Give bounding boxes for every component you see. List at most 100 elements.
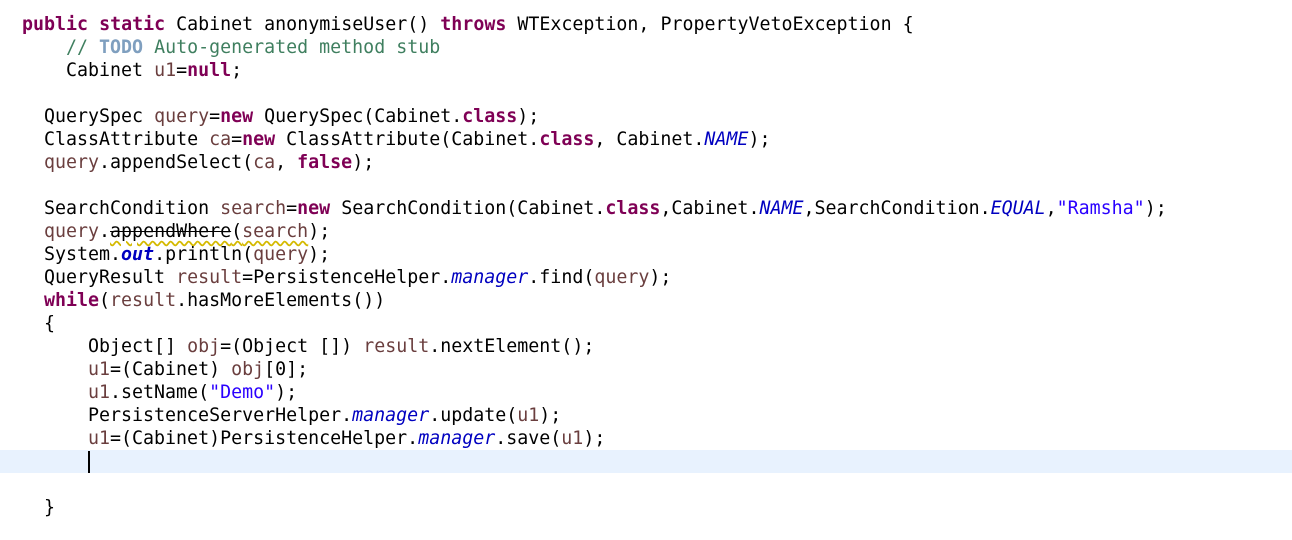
keyword: static [99,14,166,35]
variable[interactable]: obj [231,359,265,380]
variable[interactable]: query [253,244,309,265]
keyword: throws [440,14,507,35]
variable[interactable]: u1 [88,428,111,449]
code-line: { [0,312,1292,335]
code-text: ClassAttribute(Cabinet. [275,129,540,150]
comment: // TODO Auto-generated method stub [66,36,440,59]
code-text: ,Cabinet. [660,198,760,219]
variable[interactable]: u1 [561,428,584,449]
statement: while(result.hasMoreElements()) [44,289,385,312]
statement: Object[] obj=(Object []) result.nextElem… [88,335,594,358]
variable[interactable]: u1 [517,405,540,426]
code-text: ); [517,106,540,127]
keyword: class [462,106,518,127]
code-text: , Cabinet. [594,129,705,150]
keyword: new [297,198,331,219]
string-literal: "Ramsha" [1056,198,1145,219]
variable[interactable]: result [176,267,243,288]
code-line: PersistenceServerHelper.manager.update(u… [0,404,1292,427]
keyword: false [297,152,353,173]
code-text: .save( [495,428,562,449]
code-line: } [0,496,1292,519]
code-text: , [275,152,298,173]
code-text: .setName( [110,382,210,403]
variable[interactable]: ca [253,152,276,173]
comment-text: // [66,37,100,58]
signature-text: WTException, PropertyVetoException { [517,14,914,35]
statement: QueryResult result=PersistenceHelper.man… [44,266,671,289]
code-text: . [99,221,111,242]
open-brace: { [44,313,56,334]
statement: QuerySpec query=new QuerySpec(Cabinet.cl… [44,105,539,128]
current-line-highlight[interactable] [0,450,1292,473]
statement: query.appendSelect(ca, false); [44,151,374,174]
code-text: SearchCondition(Cabinet. [330,198,606,219]
code-line: Cabinet u1=null; [0,59,1292,82]
code-text: .appendSelect( [99,152,254,173]
keyword: while [44,290,100,311]
statement: u1=(Cabinet)PersistenceHelper.manager.sa… [88,427,605,450]
variable[interactable]: result [110,290,177,311]
code-text: ,SearchCondition. [803,198,991,219]
static-field[interactable]: NAME [704,129,749,150]
variable[interactable]: query [154,106,210,127]
code-text: = [231,129,243,150]
code-text: Object[] [88,336,188,357]
code-text: System. [44,244,122,265]
code-text: ; [231,60,243,81]
variable[interactable]: result [363,336,430,357]
variable[interactable]: u1 [154,60,177,81]
static-field[interactable]: manager [451,267,529,288]
keyword: new [242,129,276,150]
code-text: ( [99,290,111,311]
comment-text: Auto-generated method stub [143,37,441,58]
code-text: .update( [429,405,518,426]
variable[interactable]: u1 [88,382,111,403]
code-text: .hasMoreElements()) [176,290,386,311]
variable[interactable]: search [220,198,287,219]
keyword: new [220,106,254,127]
code-text: =(Object []) [220,336,364,357]
deprecated-method[interactable]: appendWhere [110,221,232,242]
static-field[interactable]: EQUAL [990,198,1046,219]
code-text: = [209,106,221,127]
deprecation-warning[interactable]: appendWhere(search [110,221,308,242]
variable[interactable]: query [44,221,100,242]
code-text: ); [308,221,331,242]
code-line: SearchCondition search=new SearchConditi… [0,197,1292,220]
code-text: =(Cabinet) [110,359,232,380]
signature-text: Cabinet anonymiseUser() [176,14,430,35]
variable[interactable]: search [242,221,309,242]
static-field[interactable]: manager [352,405,430,426]
code-text: .println( [154,244,254,265]
code-text: ); [583,428,606,449]
static-field[interactable]: out [121,244,155,265]
variable[interactable]: query [594,267,650,288]
code-text: =PersistenceHelper. [242,267,452,288]
code-text: .find( [528,267,595,288]
text-cursor [88,451,90,473]
code-text: [0]; [264,359,309,380]
code-line: // TODO Auto-generated method stub [0,36,1292,59]
code-line: u1=(Cabinet) obj[0]; [0,358,1292,381]
static-field[interactable]: manager [418,428,496,449]
code-text: =(Cabinet)PersistenceHelper. [110,428,419,449]
variable[interactable]: obj [187,336,221,357]
statement: Cabinet u1=null; [66,59,242,82]
code-line: public static Cabinet anonymiseUser() th… [0,13,1292,36]
variable[interactable]: query [44,152,100,173]
static-field[interactable]: NAME [759,198,804,219]
code-text: ); [275,382,298,403]
todo-tag[interactable]: TODO [99,37,144,58]
code-line: while(result.hasMoreElements()) [0,289,1292,312]
code-text: ); [1144,198,1167,219]
variable[interactable]: ca [209,129,232,150]
code-text: , [1045,198,1057,219]
code-line: ClassAttribute ca=new ClassAttribute(Cab… [0,128,1292,151]
keyword: null [187,60,232,81]
code-line: QueryResult result=PersistenceHelper.man… [0,266,1292,289]
statement: u1=(Cabinet) obj[0]; [88,358,308,381]
variable[interactable]: u1 [88,359,111,380]
code-text: ); [748,129,771,150]
